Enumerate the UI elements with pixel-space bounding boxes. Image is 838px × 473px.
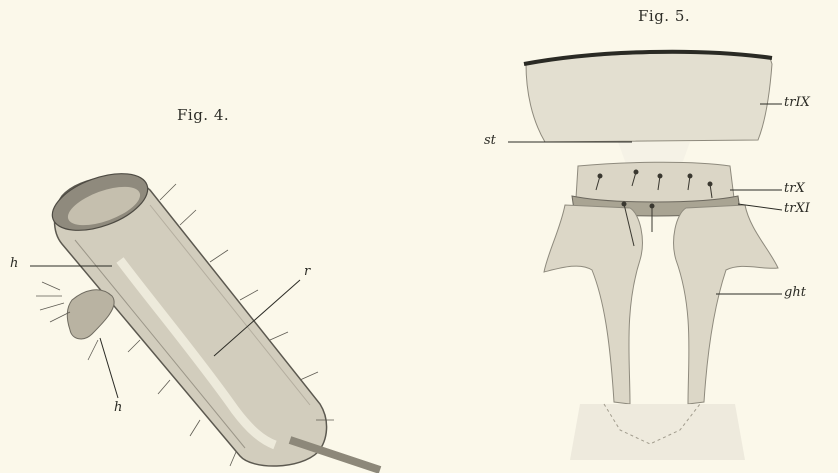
fig4-caption: Fig. 4. <box>177 106 229 124</box>
fig4-drawing <box>30 162 380 470</box>
fig4-appendage <box>67 290 114 339</box>
fig5-plate-trIX <box>526 53 772 142</box>
fig5-caption: Fig. 5. <box>638 7 690 25</box>
fig5-left-gonapophysis <box>544 205 642 404</box>
fig4-label-h-upper: h <box>10 256 18 271</box>
fig5-label-st: st <box>484 133 496 148</box>
fig5-label-ght: ght <box>784 285 806 300</box>
fig4-label-r: r <box>304 264 310 279</box>
fig5-drawing <box>508 52 782 460</box>
fig5-label-trIX: trIX <box>784 95 810 110</box>
fig5-right-gonapophysis <box>674 205 778 404</box>
fig5-base <box>570 404 745 460</box>
fig4-label-h-lower: h <box>114 400 122 415</box>
fig5-label-trX: trX <box>784 181 805 196</box>
fig5-sternite-gap <box>618 142 690 164</box>
fig5-label-trXI: trXI <box>784 201 810 216</box>
